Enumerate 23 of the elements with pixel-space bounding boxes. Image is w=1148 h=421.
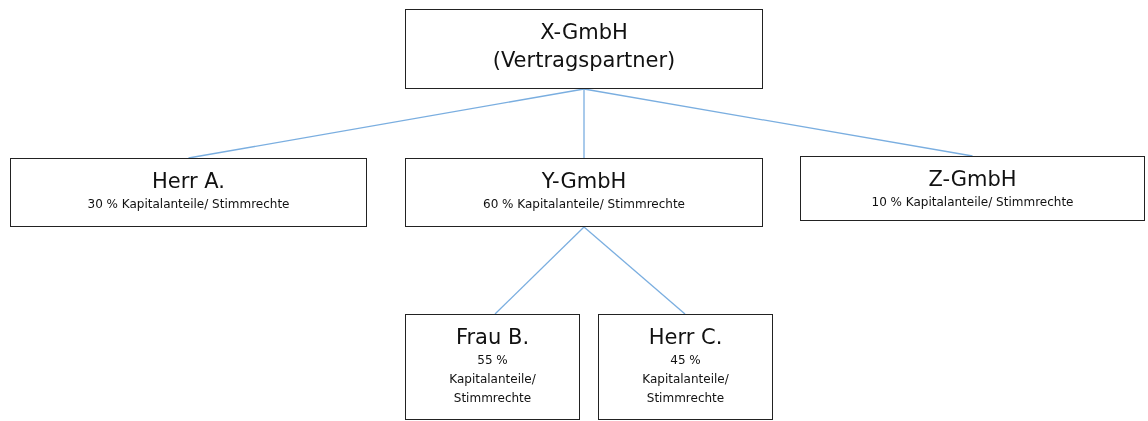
connector-line (583, 88, 585, 159)
share-text: 10 % Kapitalanteile/ Stimmrechte (871, 194, 1074, 211)
share-text: 45 % Kapitalanteile/ Stimmrechte (641, 352, 730, 407)
entity-box (405, 314, 580, 420)
entity-name: Herr A. (152, 168, 225, 195)
entity-box (405, 9, 763, 89)
connector-line (494, 226, 585, 315)
entity-box (598, 314, 773, 420)
entity-name: Frau B. (455, 324, 530, 351)
share-text: (Vertragspartner) (492, 47, 676, 74)
entity-name: Y-GmbH (541, 168, 627, 195)
entity-box (800, 156, 1145, 221)
entity-box (10, 158, 367, 227)
entity-name: Z-GmbH (928, 166, 1017, 193)
entity-box (405, 158, 763, 227)
connector-line (187, 88, 585, 159)
share-text: 30 % Kapitalanteile/ Stimmrechte (87, 196, 290, 213)
entity-name: X-GmbH (540, 19, 628, 46)
connector-line (583, 88, 974, 157)
connector-line (583, 226, 686, 315)
entity-name: Herr C. (648, 324, 723, 351)
share-text: 55 % Kapitalanteile/ Stimmrechte (448, 352, 537, 407)
share-text: 60 % Kapitalanteile/ Stimmrechte (483, 196, 685, 213)
